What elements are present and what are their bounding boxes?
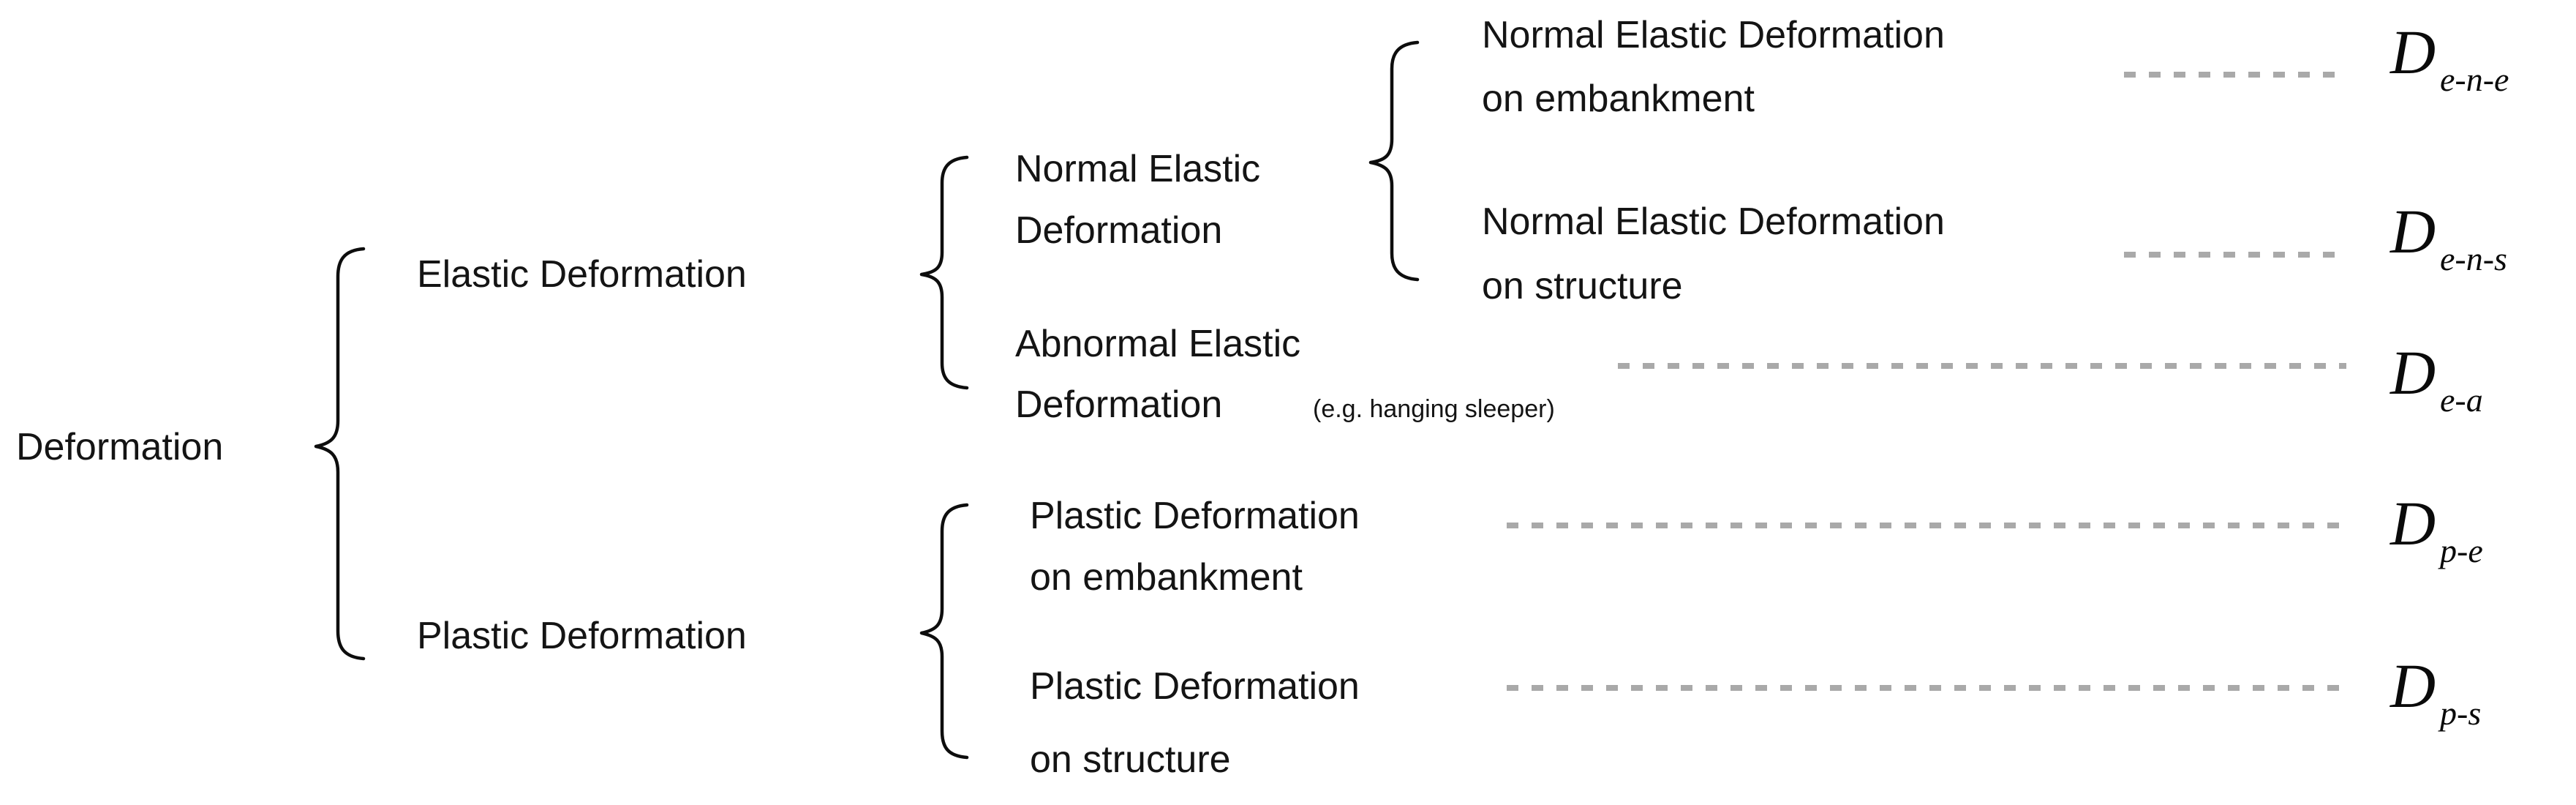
normal-elastic-embankment-line2: on embankment <box>1482 78 1755 120</box>
symbol-d-e-n-e-base: D <box>2389 17 2436 87</box>
symbol-d-p-e-subscript: p-e <box>2438 532 2483 569</box>
symbol-d-p-s: D p-s <box>2389 651 2481 732</box>
root-brace <box>314 247 366 661</box>
normal-elastic-deformation-line1: Normal Elastic <box>1015 148 1260 190</box>
abnormal-elastic-deformation-note: (e.g. hanging sleeper) <box>1313 395 1555 423</box>
plastic-structure-line2: on structure <box>1030 738 1231 781</box>
elastic-deformation-label: Elastic Deformation <box>417 253 747 296</box>
plastic-embankment-line1: Plastic Deformation <box>1030 495 1360 537</box>
symbol-d-e-n-s-base: D <box>2389 196 2436 266</box>
plastic-structure-line1: Plastic Deformation <box>1030 665 1360 708</box>
normal-elastic-structure-line1: Normal Elastic Deformation <box>1482 201 1945 243</box>
symbol-d-e-n-s: D e-n-s <box>2389 196 2507 277</box>
symbol-d-p-s-subscript: p-s <box>2438 694 2481 732</box>
normal-elastic-deformation-line2: Deformation <box>1015 209 1222 252</box>
normal-elastic-structure-line2: on structure <box>1482 265 1683 307</box>
plastic-embankment-line2: on embankment <box>1030 556 1303 599</box>
symbol-d-e-a-base: D <box>2389 337 2436 408</box>
symbol-d-p-s-base: D <box>2389 651 2436 721</box>
elastic-deformation-brace <box>919 155 969 390</box>
abnormal-elastic-deformation-line1: Abnormal Elastic <box>1015 323 1300 365</box>
abnormal-elastic-deformation-line2: Deformation <box>1015 383 1222 426</box>
symbol-d-e-n-e-subscript: e-n-e <box>2440 61 2509 98</box>
symbol-d-e-n-e: D e-n-e <box>2389 17 2509 98</box>
plastic-deformation-brace <box>919 503 969 760</box>
root-label: Deformation <box>16 426 223 468</box>
normal-elastic-brace <box>1368 40 1420 282</box>
symbol-d-e-n-s-subscript: e-n-s <box>2440 240 2507 277</box>
symbol-d-p-e-base: D <box>2389 488 2436 558</box>
plastic-deformation-label: Plastic Deformation <box>417 615 747 657</box>
normal-elastic-embankment-line1: Normal Elastic Deformation <box>1482 14 1945 56</box>
symbol-d-p-e: D p-e <box>2389 488 2483 569</box>
symbol-d-e-a-subscript: e-a <box>2440 381 2483 419</box>
symbol-d-e-a: D e-a <box>2389 337 2483 419</box>
